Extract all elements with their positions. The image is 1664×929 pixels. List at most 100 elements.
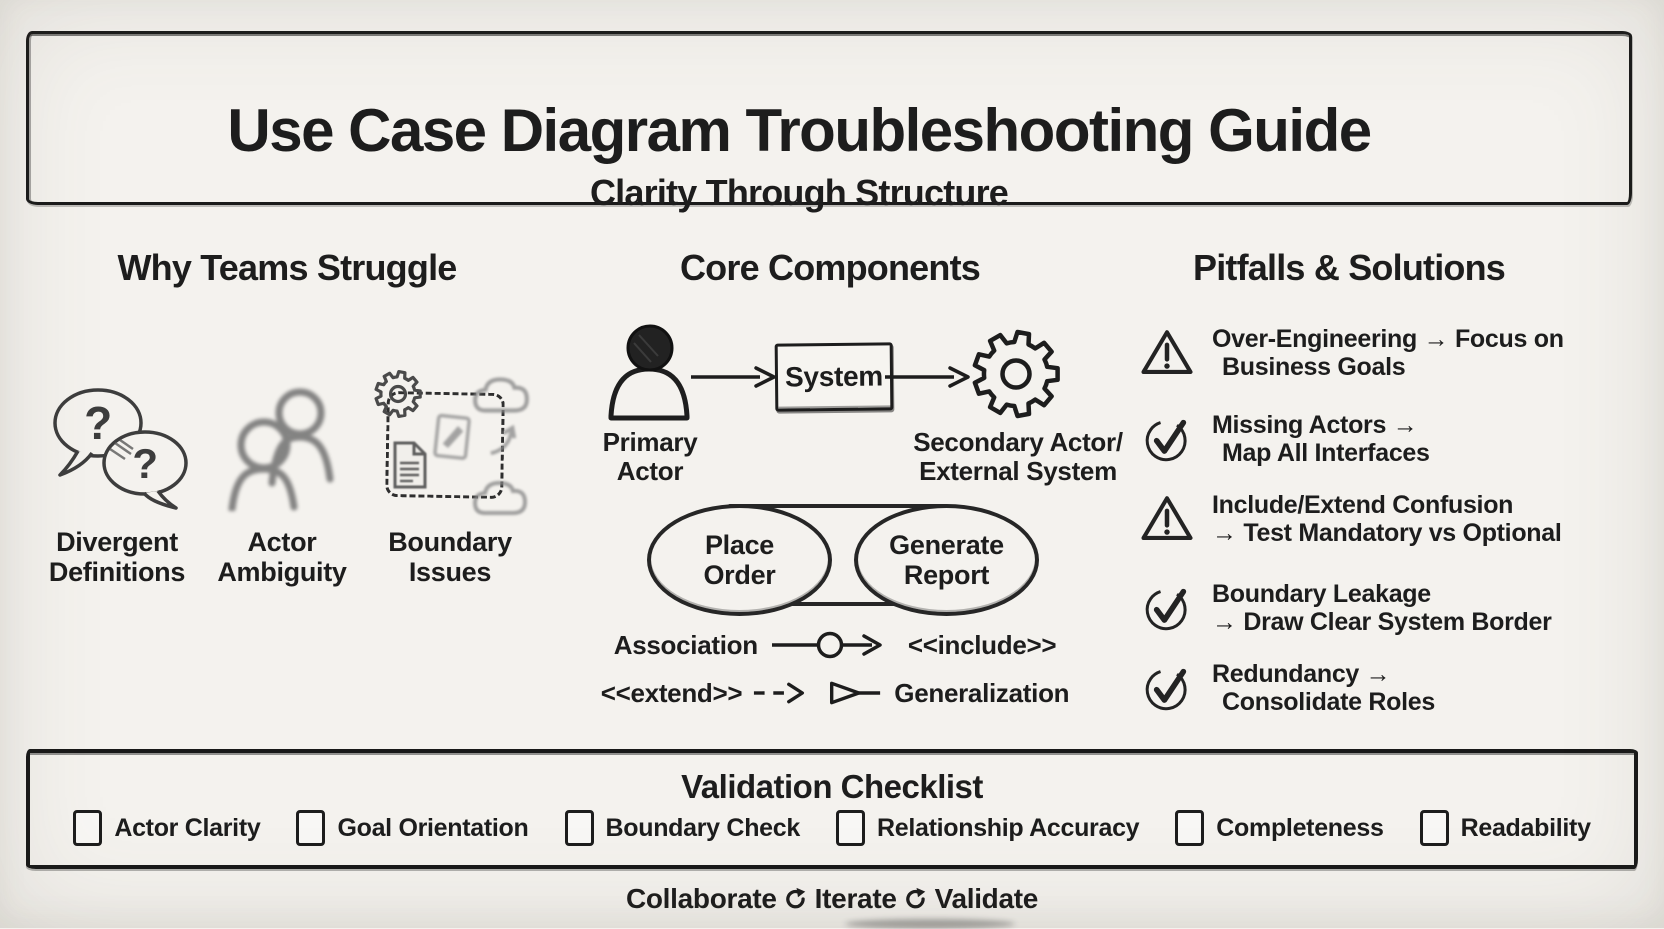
validation-checklist-heading: Validation Checklist	[681, 768, 983, 805]
checkbox-label: Completeness	[1216, 813, 1384, 842]
pitfall-include-extend-confusion: Include/Extend Confusion → Test Mandator…	[1138, 490, 1562, 548]
validation-checklist-panel	[26, 749, 1638, 869]
label-line: Definitions	[48, 557, 186, 587]
use-case-label-line: Order	[703, 560, 776, 590]
pitfall-line: Over-Engineering → Focus on	[1212, 325, 1564, 353]
label-boundary-issues: Boundary Issues	[350, 527, 550, 587]
label-line: External System	[919, 456, 1117, 486]
gear-small-icon	[374, 370, 422, 418]
checkbox-label: Goal Orientation	[337, 813, 529, 842]
system-label: System	[784, 360, 884, 393]
checkbox-label: Actor Clarity	[114, 813, 261, 842]
pitfall-text: Include/Extend Confusion → Test Mandator…	[1212, 491, 1562, 547]
checkbox-boundary-check[interactable]	[564, 810, 594, 846]
label-line: Actor	[616, 456, 684, 486]
label-line: Ambiguity	[217, 557, 347, 587]
note-pencil-icon	[433, 413, 471, 460]
use-case-label-line: Generate	[889, 530, 1004, 560]
label-line: Actor	[247, 527, 317, 557]
generalization-triangle-icon	[830, 681, 881, 705]
pitfall-text: Redundancy → Consolidate Roles	[1212, 660, 1435, 716]
label-line: Secondary Actor/	[913, 427, 1123, 457]
use-case-label-line: Report	[903, 560, 990, 590]
question-mark-glyph: ?	[84, 397, 112, 449]
curved-arrow-icon	[490, 424, 517, 456]
check-circle-icon	[1138, 662, 1196, 714]
pitfall-line: Redundancy →	[1212, 660, 1391, 688]
warning-triangle-icon	[1138, 493, 1196, 545]
pitfall-redundancy: Redundancy → Consolidate Roles	[1138, 659, 1435, 717]
label-secondary-actor: Secondary Actor/ External System	[888, 428, 1148, 486]
notation-association-include: Association <<include>>	[590, 628, 1080, 662]
pitfall-line: Include/Extend Confusion	[1212, 491, 1514, 519]
checkbox-completeness[interactable]	[1175, 810, 1205, 846]
pitfall-line: → Test Mandatory vs Optional	[1212, 519, 1562, 547]
checkbox-goal-orientation[interactable]	[296, 810, 326, 846]
boundary-issues-icon	[374, 370, 529, 515]
label-divergent-definitions: Divergent Definitions	[17, 527, 217, 587]
association-arrow	[690, 365, 778, 389]
warning-triangle-icon	[1138, 327, 1196, 379]
pitfall-line: Business Goals	[1222, 353, 1406, 381]
heading-pitfalls-solutions: Pitfalls & Solutions	[1192, 247, 1506, 288]
check-item-goal-orientation: Goal Orientation	[296, 810, 529, 846]
checkbox-label: Relationship Accuracy	[876, 813, 1140, 842]
label-line: Primary	[602, 427, 698, 457]
checkbox-readability[interactable]	[1419, 810, 1449, 846]
generalization-label: Generalization	[894, 677, 1070, 708]
check-circle-icon	[1138, 413, 1196, 465]
check-item-readability: Readability	[1419, 810, 1591, 846]
refresh-icon	[905, 887, 925, 909]
label-line: Divergent	[56, 527, 178, 557]
page-title: Use Case Diagram Troubleshooting Guide	[227, 97, 1372, 164]
checkbox-label: Readability	[1460, 813, 1591, 842]
checkbox-actor-clarity[interactable]	[73, 810, 103, 846]
association-line-icon	[771, 631, 882, 659]
notation-extend-generalization: <<extend>> Generalization	[590, 676, 1080, 710]
system-box: System	[774, 342, 894, 412]
checkbox-relationship-accuracy[interactable]	[835, 810, 865, 846]
page-subtitle: Clarity Through Structure	[589, 172, 1009, 213]
use-case-place-order: Place Order	[647, 504, 832, 616]
check-item-relationship-accuracy: Relationship Accuracy	[835, 810, 1140, 846]
use-case-generate-report: Generate Report	[854, 504, 1039, 616]
label-actor-ambiguity: Actor Ambiguity	[182, 527, 382, 587]
use-case-label-line: Place	[704, 530, 775, 560]
heading-core-components: Core Components	[679, 247, 981, 288]
check-item-actor-clarity: Actor Clarity	[73, 810, 261, 846]
pitfall-text: Missing Actors → Map All Interfaces	[1212, 411, 1430, 467]
pitfall-line: → Draw Clear System Border	[1212, 608, 1552, 636]
system-boundary-line	[728, 602, 948, 606]
validation-checklist-row: Actor Clarity Goal Orientation Boundary …	[34, 806, 1630, 850]
check-item-completeness: Completeness	[1175, 810, 1384, 846]
actor-ambiguity-icon	[220, 383, 342, 511]
pitfall-missing-actors: Missing Actors → Map All Interfaces	[1138, 410, 1430, 468]
footer-cycle: Collaborate Iterate Validate	[0, 883, 1664, 915]
association-arrow	[884, 365, 972, 389]
association-label: Association	[613, 629, 758, 660]
primary-actor-icon	[603, 322, 695, 422]
footer-word-iterate: Iterate	[814, 883, 897, 914]
heading-why-teams-struggle: Why Teams Struggle	[117, 247, 458, 288]
gear-icon	[971, 329, 1061, 419]
cloud-icon	[472, 480, 528, 515]
paper-smudge	[845, 919, 1015, 929]
question-speech-bubbles-icon: ? ?	[48, 383, 188, 511]
check-circle-icon	[1138, 582, 1196, 634]
pitfall-line: Consolidate Roles	[1222, 688, 1435, 716]
document-icon	[393, 441, 427, 489]
pitfall-line: Map All Interfaces	[1222, 439, 1430, 467]
pitfall-text: Over-Engineering → Focus on Business Goa…	[1212, 325, 1564, 381]
label-line: Boundary	[388, 527, 512, 557]
pitfall-over-engineering: Over-Engineering → Focus on Business Goa…	[1138, 324, 1564, 382]
pitfall-line: Boundary Leakage	[1212, 580, 1431, 608]
extend-label: <<extend>>	[600, 677, 743, 708]
dashed-arrow-icon	[754, 682, 805, 704]
question-mark-glyph: ?	[132, 440, 157, 487]
pitfall-line: Missing Actors →	[1212, 411, 1418, 439]
include-label: <<include>>	[907, 629, 1057, 660]
cloud-icon	[473, 377, 529, 413]
pitfall-boundary-leakage: Boundary Leakage → Draw Clear System Bor…	[1138, 579, 1552, 637]
label-line: Issues	[408, 557, 492, 587]
